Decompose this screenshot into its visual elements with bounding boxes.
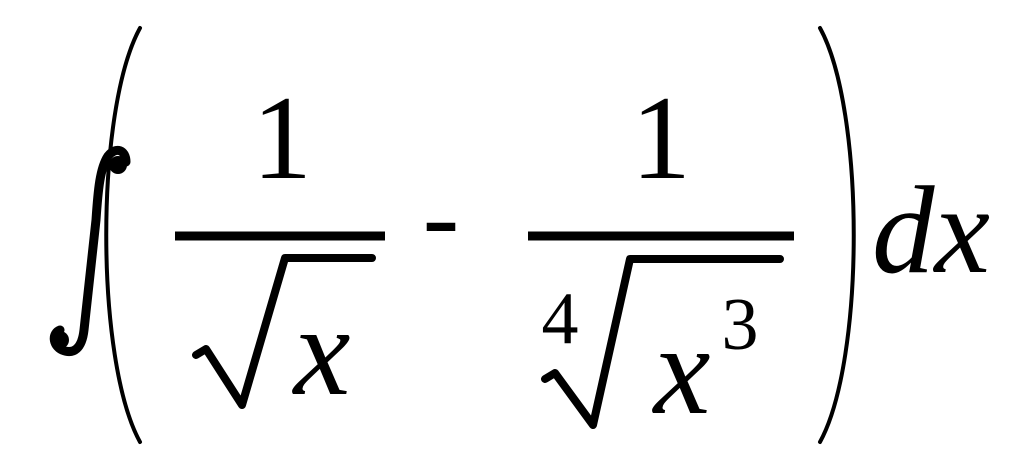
differential: dx xyxy=(872,162,990,300)
second-numerator: 1 xyxy=(631,71,691,204)
integral-sign xyxy=(49,145,131,357)
integral-bottom-terminal xyxy=(51,331,69,349)
right-parenthesis xyxy=(818,26,856,444)
first-radical-sign xyxy=(192,254,376,409)
second-radical-sign xyxy=(541,255,784,429)
minus-operator: - xyxy=(423,155,460,277)
first-radicand: x xyxy=(292,280,351,422)
exponent: 3 xyxy=(722,284,759,366)
integral-top-terminal xyxy=(109,156,127,174)
left-parenthesis xyxy=(104,26,142,444)
root-index: 4 xyxy=(542,278,579,360)
second-radicand: x xyxy=(652,299,711,441)
first-numerator: 1 xyxy=(252,71,312,204)
